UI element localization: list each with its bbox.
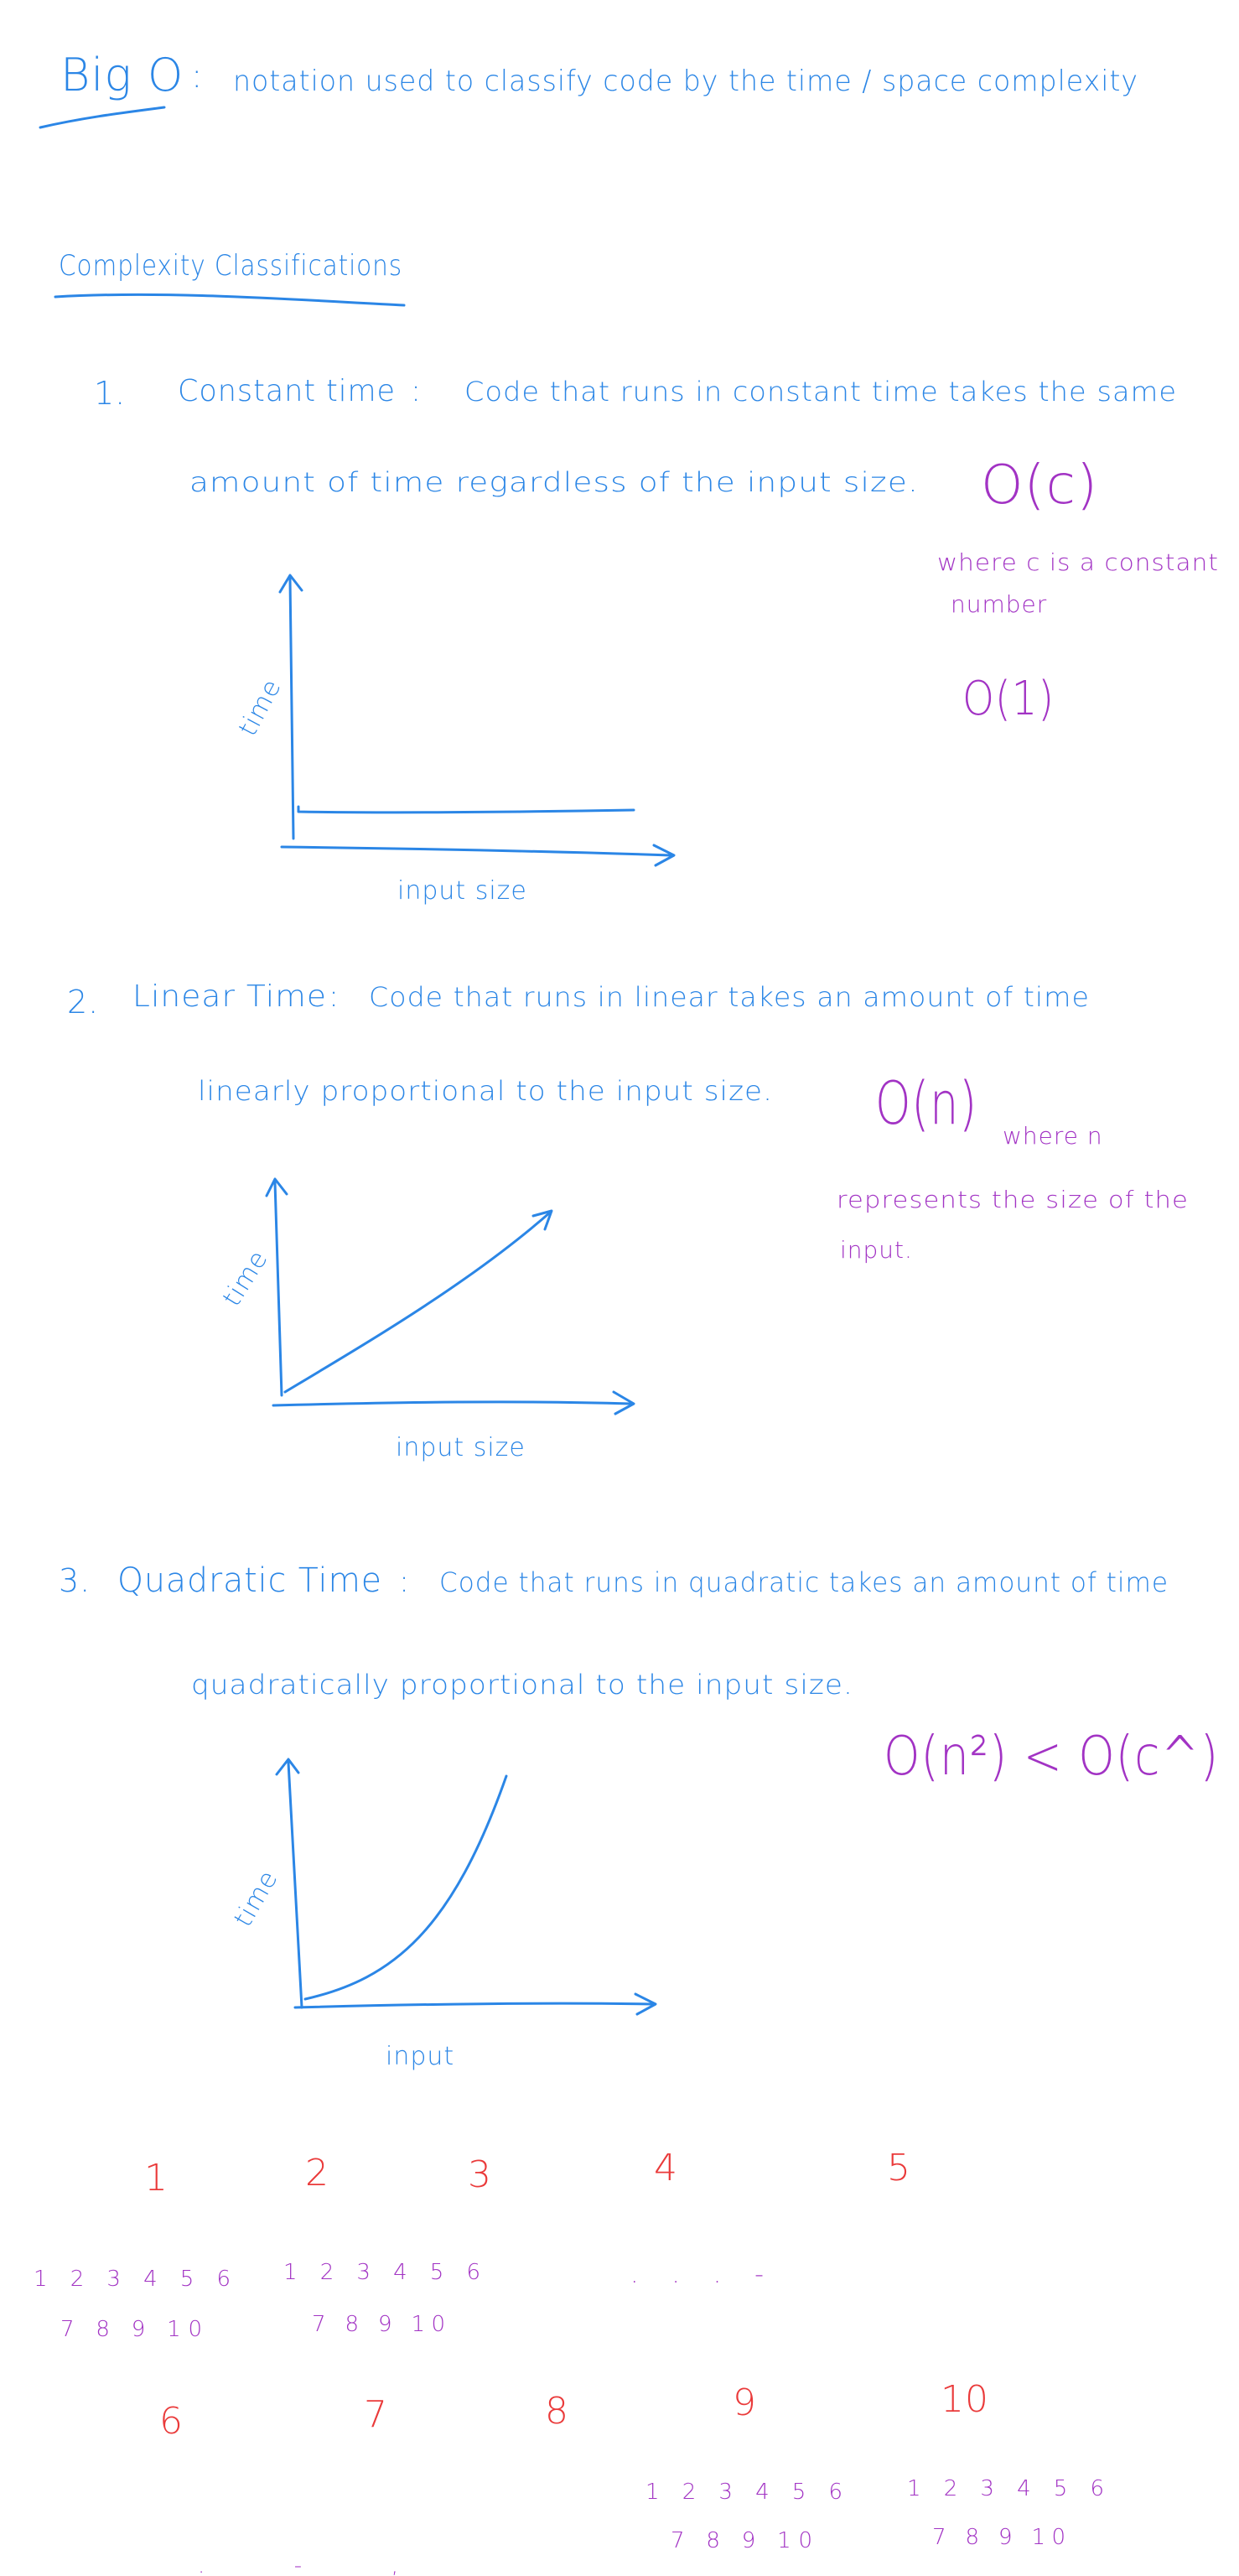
x-axis bbox=[272, 1400, 632, 1407]
count-sub-line2: 7 8 9 10 bbox=[312, 2312, 446, 2337]
item-number: 1. bbox=[94, 375, 126, 412]
counting-scribbles: 1 2 3 4 5 1 2 3 4 5 6 7 8 9 10 1 2 3 4 5… bbox=[34, 2147, 1105, 2576]
count-sub-line1: 1 2 3 4 5 6 bbox=[34, 2267, 231, 2292]
y-axis-label: time bbox=[229, 1865, 284, 1932]
count-number: 5 bbox=[887, 2147, 911, 2189]
count-number: 8 bbox=[545, 2390, 569, 2433]
notation-note-line2: number bbox=[951, 590, 1047, 618]
item-description-line1: Code that runs in linear takes an amount… bbox=[369, 981, 1090, 1013]
item-colon: : bbox=[411, 374, 422, 408]
title-block: Big O : notation used to classify code b… bbox=[39, 49, 1138, 129]
complexity-notation: O(n) bbox=[875, 1069, 977, 1138]
count-sub-line1: 1 2 3 4 5 6 bbox=[907, 2476, 1105, 2501]
complexity-notation: O(c) bbox=[981, 454, 1098, 517]
y-axis bbox=[288, 577, 295, 840]
y-axis bbox=[287, 1761, 303, 2009]
item-number: 2. bbox=[67, 984, 99, 1021]
section-heading-text: Complexity Classifications bbox=[59, 249, 402, 283]
notation-note-line1: where n bbox=[1003, 1122, 1103, 1150]
x-axis-arrowhead bbox=[634, 1992, 657, 2016]
linear-curve-arrowhead bbox=[531, 1209, 553, 1231]
x-axis-label: input size bbox=[397, 876, 527, 906]
item-description-line2: amount of time regardless of the input s… bbox=[189, 466, 919, 498]
item-description-line1: Code that runs in constant time takes th… bbox=[464, 376, 1177, 408]
count-number: 3 bbox=[468, 2153, 492, 2196]
item-description-line2: quadratically proportional to the input … bbox=[191, 1669, 853, 1701]
count-number: 1 bbox=[144, 2157, 168, 2199]
count-number: 2 bbox=[305, 2152, 329, 2194]
count-number: 4 bbox=[654, 2147, 678, 2189]
x-axis-label: input size bbox=[396, 1433, 526, 1462]
x-axis-arrowhead bbox=[652, 844, 676, 867]
title-underline bbox=[39, 106, 166, 129]
quadratic-time-graph: time input bbox=[229, 1758, 657, 2071]
complexity-notation-alt: O(1) bbox=[962, 672, 1055, 726]
notation-note-line3: input. bbox=[840, 1236, 913, 1264]
x-axis bbox=[293, 2002, 654, 2009]
item-name: Linear Time bbox=[132, 979, 327, 1014]
item-description-line2: linearly proportional to the input size. bbox=[198, 1075, 773, 1107]
title-term: Big O bbox=[60, 49, 184, 101]
constant-time-graph: time input size bbox=[233, 574, 676, 906]
y-axis-label: time bbox=[217, 1245, 274, 1311]
item-name: Constant time bbox=[178, 374, 396, 408]
item-quadratic-time: 3. Quadratic Time : Code that runs in qu… bbox=[59, 1561, 1219, 2071]
item-linear-time: 2. Linear Time : Code that runs in linea… bbox=[67, 979, 1189, 1462]
y-axis-arrowhead bbox=[275, 1758, 300, 1776]
count-sub-line1: 1 2 3 4 5 6 bbox=[645, 2480, 843, 2505]
item-number: 3. bbox=[59, 1562, 91, 1599]
linear-curve bbox=[283, 1211, 552, 1394]
y-axis-arrowhead bbox=[278, 574, 303, 594]
count-sub-line1: 1 2 3 4 5 6 bbox=[283, 2260, 481, 2285]
count-dots: . . . - bbox=[630, 2260, 765, 2289]
count-number: 9 bbox=[733, 2381, 757, 2424]
constant-curve bbox=[297, 805, 635, 814]
count-bottom-dots: . - , bbox=[198, 2553, 399, 2576]
title-definition: notation used to classify code by the ti… bbox=[233, 65, 1138, 98]
section-heading-underline bbox=[54, 293, 406, 307]
count-number: 7 bbox=[364, 2393, 388, 2436]
y-axis-label: time bbox=[233, 674, 288, 741]
y-axis-arrowhead bbox=[265, 1177, 288, 1197]
complexity-notation: O(n²) < O(c^) bbox=[884, 1726, 1219, 1788]
item-name: Quadratic Time bbox=[117, 1561, 382, 1600]
count-number: 10 bbox=[941, 2378, 989, 2421]
count-number: 6 bbox=[159, 2400, 184, 2443]
linear-time-graph: time input size bbox=[217, 1177, 635, 1462]
quadratic-curve bbox=[303, 1774, 508, 2001]
x-axis bbox=[280, 845, 672, 857]
item-constant-time: 1. Constant time : Code that runs in con… bbox=[94, 374, 1219, 906]
notation-note-line1: where c is a constant bbox=[937, 548, 1219, 576]
x-axis-label: input bbox=[386, 2042, 454, 2071]
title-colon: : bbox=[191, 57, 203, 96]
notation-note-line2: represents the size of the bbox=[837, 1186, 1189, 1213]
item-description-line1: Code that runs in quadratic takes an amo… bbox=[439, 1566, 1169, 1598]
item-colon: : bbox=[399, 1565, 410, 1599]
count-sub-line2: 7 8 9 10 bbox=[932, 2525, 1066, 2550]
count-sub-line2: 7 8 9 10 bbox=[671, 2528, 813, 2553]
x-axis-arrowhead bbox=[612, 1390, 635, 1415]
section-heading: Complexity Classifications bbox=[54, 249, 406, 307]
item-colon: : bbox=[329, 979, 340, 1014]
count-sub-line2: 7 8 9 10 bbox=[60, 2317, 203, 2342]
y-axis bbox=[273, 1181, 283, 1397]
